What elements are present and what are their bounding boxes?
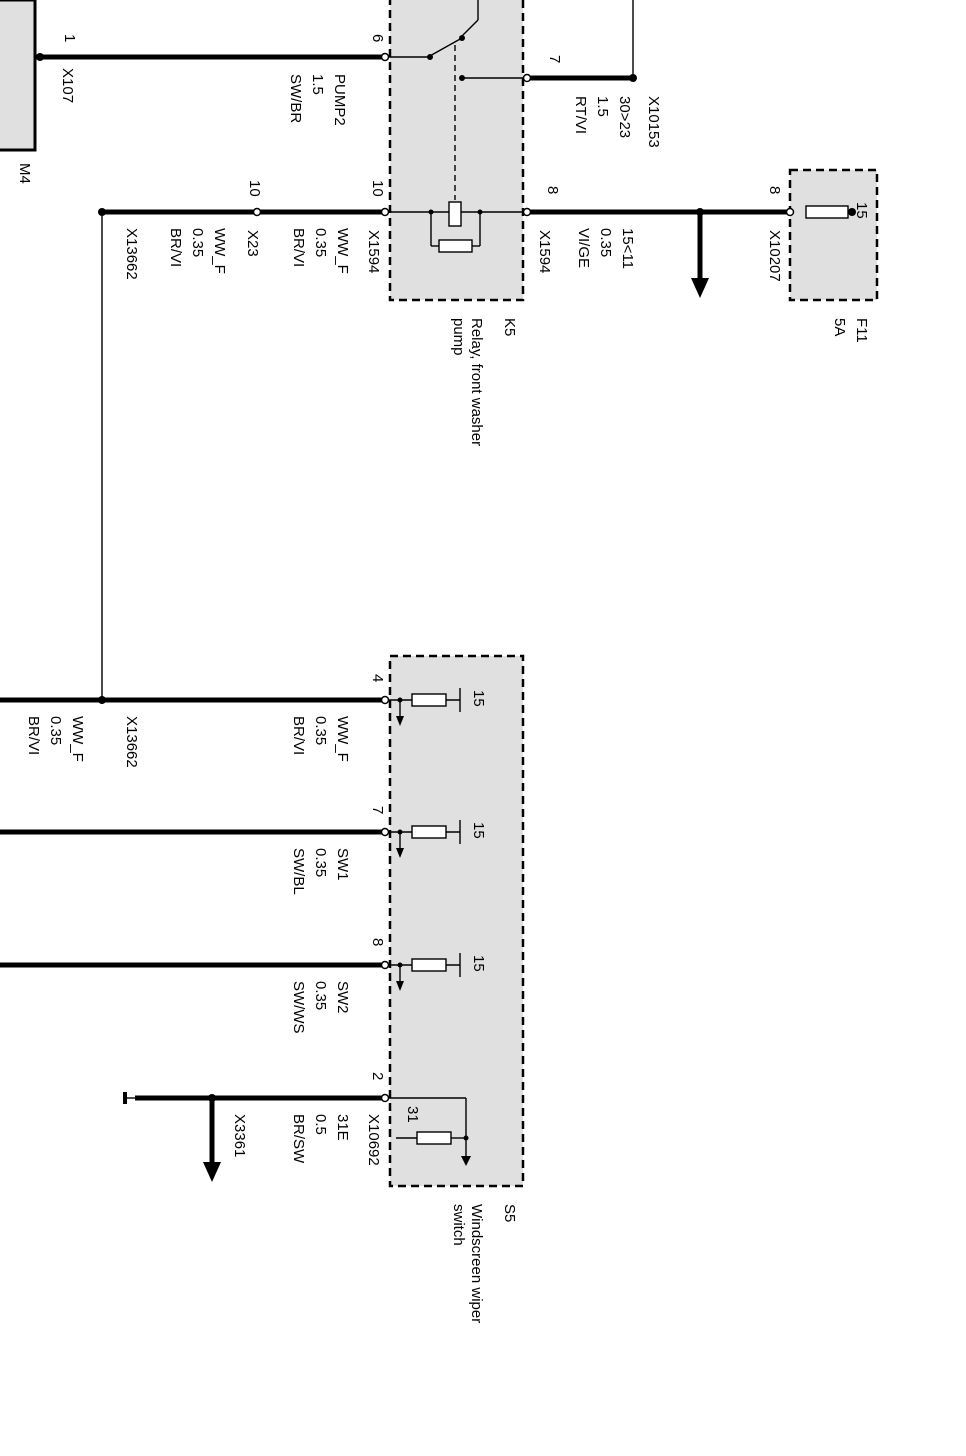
wire-ww-f-lower-size: 0.35 <box>47 716 64 745</box>
f11-pin: 8 <box>766 186 783 194</box>
f11-fuse-element <box>805 205 849 219</box>
s5-pin-7: 7 <box>369 806 386 814</box>
wire-sw2-size: 0.35 <box>312 981 329 1010</box>
s5-contact-pin8 <box>385 953 461 991</box>
f11-label: F11 <box>853 318 870 343</box>
wire-ww-f-lower-signal: WW_F <box>69 716 86 762</box>
s5-terminal-31: 31 <box>404 1106 421 1123</box>
k5-name: Relay, front washer pump <box>450 318 485 447</box>
x10153-label: X10153 <box>645 96 662 148</box>
ground-arrow <box>203 1162 221 1182</box>
wire-vige-size: 0.35 <box>597 228 614 257</box>
wire-sw1-signal: SW1 <box>334 848 351 881</box>
k5-connector-left: X1594 <box>365 230 382 273</box>
s5-name-holder: Windscreen wiper switch <box>450 1204 485 1324</box>
s5-name: Windscreen wiper switch <box>450 1204 485 1324</box>
s5-contact-pin7 <box>385 820 461 858</box>
wire-pump2-signal: PUMP2 <box>331 74 348 126</box>
wire-sw2-color: SW/WS <box>290 981 307 1034</box>
wire-ww-f-s5-size: 0.35 <box>312 716 329 745</box>
wire-ww-f-s5-signal: WW_F <box>334 716 351 762</box>
s5-label: S5 <box>501 1204 518 1222</box>
wire-sw1-size: 0.35 <box>312 848 329 877</box>
k5-name-holder: Relay, front washer pump <box>450 318 485 447</box>
wire-pump2-size: 1.5 <box>309 74 326 95</box>
wire-ww-f-k5-signal: WW_F <box>334 228 351 274</box>
s5-terminal-15a: 15 <box>470 690 487 707</box>
wire-sw2-signal: SW2 <box>334 981 351 1014</box>
k5-label: K5 <box>501 318 518 336</box>
wire-ww-f-k5-size: 0.35 <box>312 228 329 257</box>
f11-terminal: 15 <box>853 202 870 219</box>
m4-label: M4 <box>16 163 33 184</box>
wire-rtvi-terminal: 30>23 <box>616 96 633 138</box>
connector-terminals <box>252 52 795 1103</box>
x13662-bottom-label: X13662 <box>123 716 140 768</box>
s5-pin-4: 4 <box>369 674 386 682</box>
k5-pin-10: 10 <box>369 180 386 197</box>
wire-sw1-color: SW/BL <box>290 848 307 895</box>
s5-terminal-15b: 15 <box>470 822 487 839</box>
m4-pin-terminal <box>36 53 44 61</box>
wire-ww-f-lower-color: BR/VI <box>25 716 42 755</box>
m4-component-box <box>0 0 37 152</box>
wire-ww-f-x23-signal: WW_F <box>211 228 228 274</box>
k5-internal-switch <box>385 0 525 253</box>
wire-ww-f-x23-color: BR/VI <box>167 228 184 267</box>
m4-connector-label: X107 <box>59 68 76 103</box>
wire-ww-f-k5-color: BR/VI <box>290 228 307 267</box>
wire-rtvi-size: 1.5 <box>594 96 611 117</box>
k5-pin-7: 7 <box>546 55 563 63</box>
wire-pump2-color: SW/BR <box>287 74 304 123</box>
wire-vige-terminal: 15<11 <box>619 228 636 269</box>
k5-pin-6: 6 <box>369 34 386 42</box>
k5-relay-box <box>388 0 525 302</box>
k5-pin-8: 8 <box>544 186 561 194</box>
wire-rtvi-color: RT/VI <box>572 96 589 134</box>
x23-pin: 10 <box>246 180 263 197</box>
f11-rating: 5A <box>831 318 848 336</box>
wire-ww-f-x23-size: 0.35 <box>189 228 206 257</box>
wire-gnd-size: 0.5 <box>312 1114 329 1135</box>
vige-continuation-arrow <box>691 278 709 298</box>
wire-gnd-terminal: 31E <box>334 1114 351 1141</box>
m4-pin-number: 1 <box>61 34 78 42</box>
f11-fuse-box <box>788 168 879 302</box>
x10692-label: X10692 <box>365 1114 382 1166</box>
s5-contact-pin2 <box>385 1097 471 1166</box>
k5-connector-right: X1594 <box>536 230 553 273</box>
s5-pin-8: 8 <box>369 938 386 946</box>
s5-pin-2: 2 <box>369 1072 386 1080</box>
s5-contact-pin4 <box>385 688 461 726</box>
x3361-label: X3361 <box>231 1114 248 1157</box>
wire-gnd-color: BR/SW <box>290 1114 307 1164</box>
f11-connector: X10207 <box>766 230 783 282</box>
x23-label: X23 <box>244 230 261 257</box>
s5-terminal-15c: 15 <box>470 955 487 972</box>
wire-ww-f-s5-color: BR/VI <box>290 716 307 755</box>
x13662-top-label: X13662 <box>123 228 140 280</box>
wire-vige-color: VI/GE <box>575 228 592 268</box>
